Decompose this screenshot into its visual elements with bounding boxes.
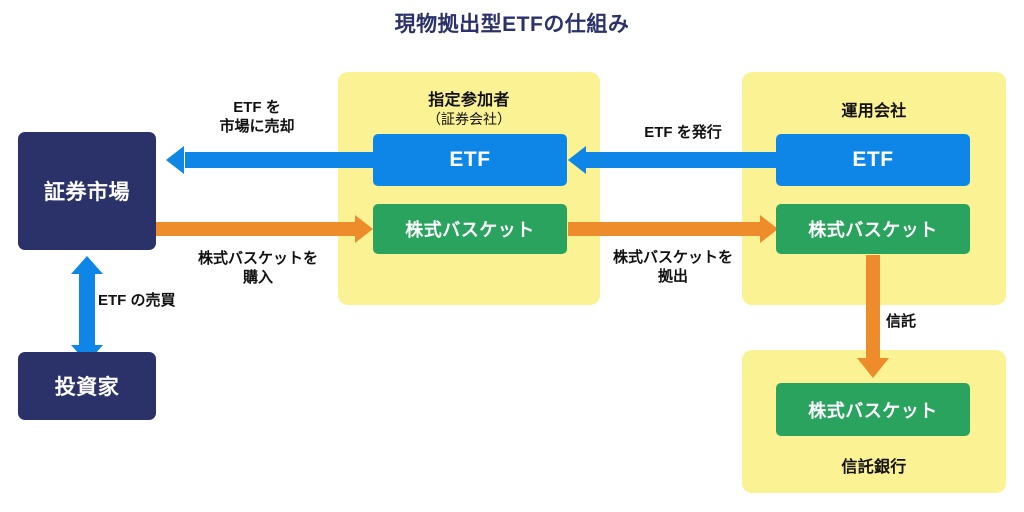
node-investor[interactable]: 投資家: [18, 352, 156, 420]
edge-label-sell-etf: ETF を 市場に売却: [219, 99, 295, 135]
node-securities-market[interactable]: 証券市場: [18, 132, 156, 250]
arrow-issue-etf-head: [568, 146, 586, 174]
edge-label-etf-trading: ETF の売買: [98, 292, 176, 309]
arrow-etf-trading-bar: [79, 272, 95, 347]
panel-trust-bank-title: 信託銀行: [841, 459, 907, 476]
node-management-etf[interactable]: ETF: [776, 134, 970, 186]
panel-authorized-participant-subtitle: （証券会社）: [427, 111, 511, 127]
edge-label-trust: 信託: [886, 313, 917, 330]
edge-label-buy-basket: 株式バスケットを 購入: [197, 250, 318, 286]
page-title: 現物拠出型ETFの仕組み: [394, 13, 630, 36]
edge-label-issue-etf: ETF を発行: [644, 124, 722, 141]
arrow-buy-basket-bar: [155, 222, 355, 236]
arrow-sell-etf-bar: [185, 152, 373, 168]
arrow-sell-etf-head: [166, 146, 184, 174]
arrow-contribute-basket-bar: [568, 222, 760, 236]
arrow-contribute-basket-head: [760, 215, 778, 243]
arrow-etf-trading-head-up: [71, 256, 103, 274]
arrow-trust-head: [857, 358, 889, 378]
arrow-buy-basket-head: [355, 215, 373, 243]
edge-label-contribute-basket: 株式バスケットを 拠出: [612, 249, 733, 285]
panel-authorized-participant: 指定参加者 （証券会社）: [338, 72, 600, 305]
panel-authorized-participant-title: 指定参加者: [428, 92, 510, 109]
node-management-basket[interactable]: 株式バスケット: [776, 204, 970, 254]
panel-management-company-title: 運用会社: [841, 103, 907, 120]
arrow-issue-etf-bar: [586, 152, 776, 168]
node-ap-etf[interactable]: ETF: [373, 134, 567, 186]
arrow-trust-bar: [866, 255, 880, 360]
node-ap-basket[interactable]: 株式バスケット: [373, 204, 567, 254]
node-trust-basket[interactable]: 株式バスケット: [776, 383, 970, 436]
